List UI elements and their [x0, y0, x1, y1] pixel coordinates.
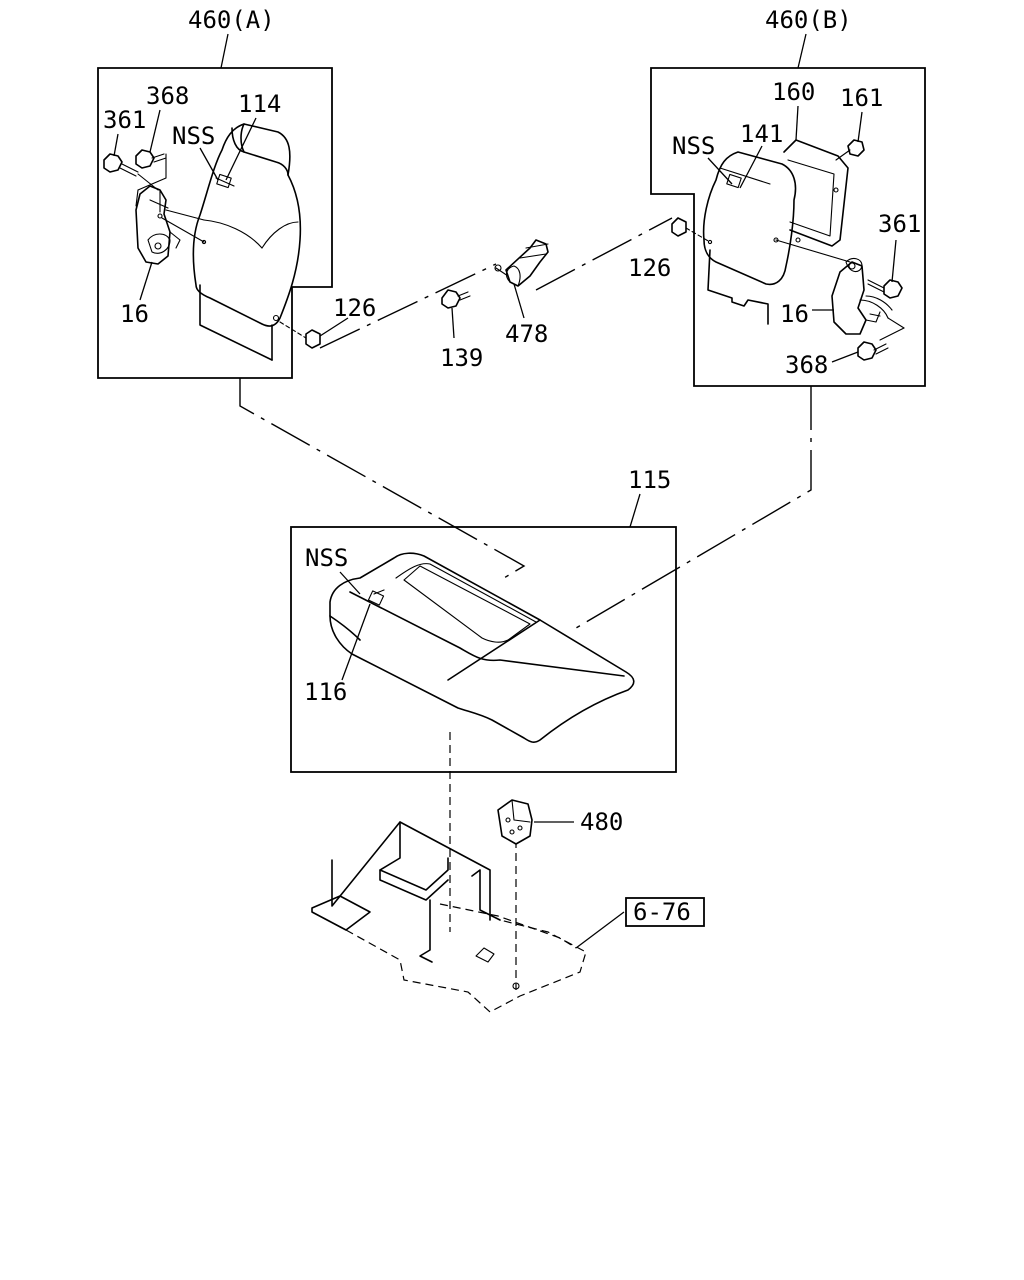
recliner-hinge-a [135, 185, 205, 265]
callout-480: 480 [580, 808, 623, 836]
callout-115: 115 [628, 466, 671, 494]
callout-114: 114 [238, 90, 281, 118]
screw-161 [835, 139, 865, 161]
nut-126-b [671, 217, 711, 243]
callout-16-b: 16 [780, 300, 809, 328]
cushion-frame [290, 526, 677, 773]
callout-nss-cushion: NSS [305, 544, 348, 572]
callout-368-b: 368 [785, 351, 828, 379]
reference-page-label: 6-76 [633, 898, 691, 926]
callout-368-a: 368 [146, 82, 189, 110]
callout-460a: 460(A) [188, 6, 275, 34]
clip-480 [497, 799, 574, 845]
seat-cushion-115 [329, 552, 635, 743]
seatback-cushion-a [192, 123, 302, 361]
seatback-assembly-a [97, 33, 349, 379]
reference-box [625, 897, 705, 927]
floor-riser [311, 821, 625, 1013]
callout-nss-b: NSS [672, 132, 715, 160]
bolt-361-b [867, 279, 903, 299]
bolt-368-a [135, 149, 167, 207]
callout-141: 141 [740, 120, 783, 148]
callout-161: 161 [840, 84, 883, 112]
callout-478: 478 [505, 320, 548, 348]
nut-126-a [279, 321, 321, 349]
seatback-cushion-b [702, 151, 797, 325]
callout-116: 116 [304, 678, 347, 706]
callout-126-a: 126 [333, 294, 376, 322]
callout-160: 160 [772, 78, 815, 106]
bolt-139 [441, 289, 471, 339]
callout-126-b: 126 [628, 254, 671, 282]
seatback-assembly-b [650, 33, 926, 387]
callout-361-b: 361 [878, 210, 921, 238]
callout-16-a: 16 [120, 300, 149, 328]
callout-nss-a: NSS [172, 122, 215, 150]
assembly-b-frame [650, 67, 926, 387]
callout-361-a: 361 [103, 106, 146, 134]
callout-139: 139 [440, 344, 483, 372]
seat-cushion-assembly [290, 493, 677, 773]
recliner-hinge-b [831, 257, 905, 341]
bolt-368-b [857, 341, 889, 361]
center-bracket-478 [494, 239, 549, 319]
bolt-361-a [103, 153, 159, 191]
callout-460b: 460(B) [765, 6, 852, 34]
